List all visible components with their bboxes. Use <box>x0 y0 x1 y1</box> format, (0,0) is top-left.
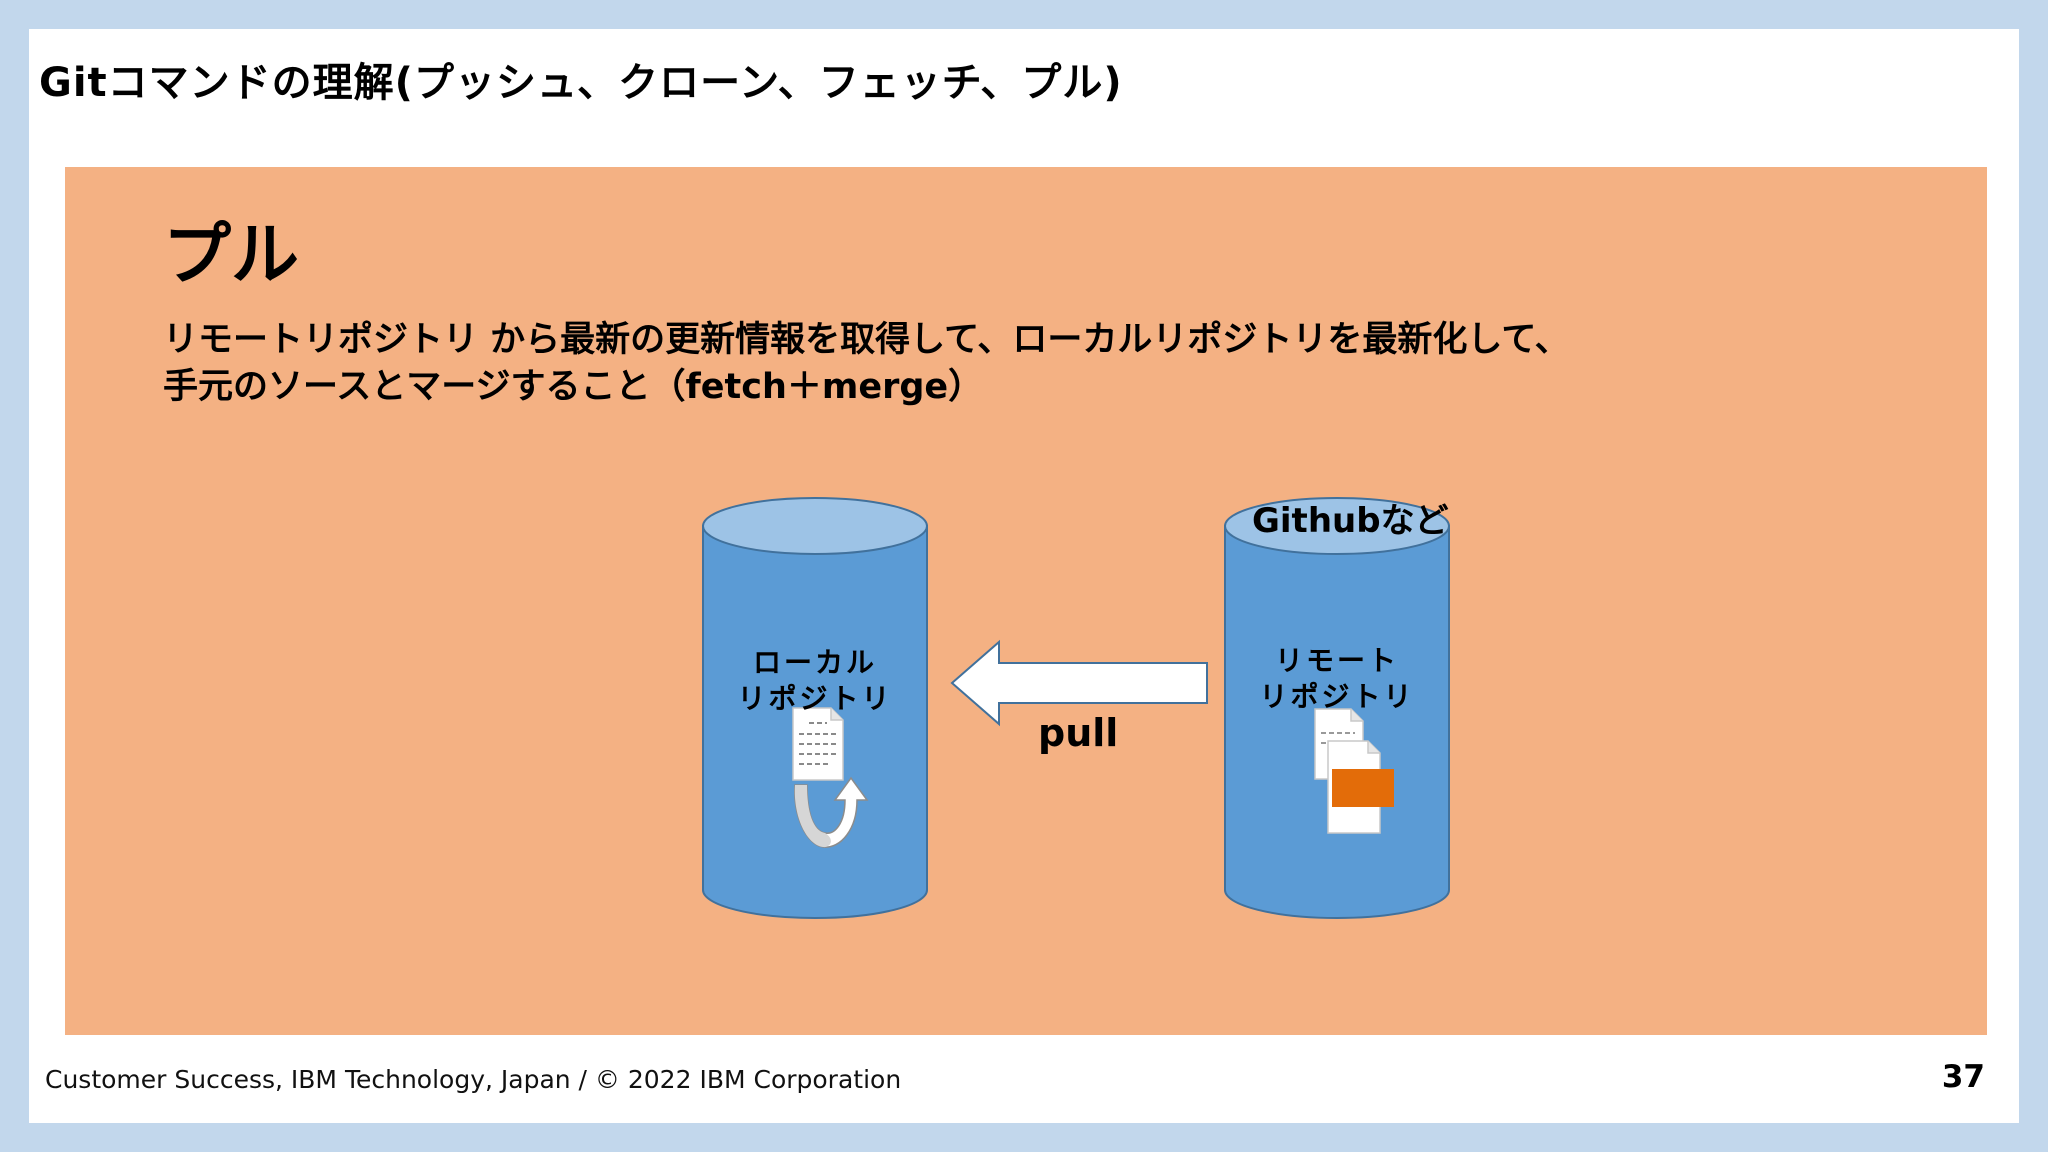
pull-arrow <box>950 639 1208 727</box>
merge-arrow-icon <box>794 776 869 848</box>
footer-copyright: Customer Success, IBM Technology, Japan … <box>45 1065 902 1094</box>
local-repository-label-line-2: リポジトリ <box>737 682 893 715</box>
document-icon <box>792 707 844 781</box>
description-line-1: リモートリポジトリ から最新の更新情報を取得して、ローカルリポジトリを最新化して… <box>163 320 1570 360</box>
pull-diagram <box>702 497 1450 919</box>
local-repository-label-line-1: ローカル <box>752 646 877 679</box>
local-repository-label: ローカル リポジトリ <box>715 645 915 717</box>
stacked-documents-icon <box>1314 708 1394 834</box>
page-number: 37 <box>1941 1059 1985 1095</box>
pull-arrow-label: pull <box>1038 711 1119 755</box>
description: リモートリポジトリ から最新の更新情報を取得して、ローカルリポジトリを最新化して… <box>163 317 1570 411</box>
section-heading: プル <box>163 216 300 295</box>
content-panel: プル リモートリポジトリ から最新の更新情報を取得して、ローカルリポジトリを最新… <box>65 167 1987 1035</box>
remote-repository-label: リモート リポジトリ <box>1237 643 1437 715</box>
slide-title: Gitコマンドの理解(プッシュ、クローン、フェッチ、プル) <box>39 60 1123 106</box>
slide: Gitコマンドの理解(プッシュ、クローン、フェッチ、プル) プル リモートリポジ… <box>29 29 2019 1123</box>
remote-repository-label-line-1: リモート <box>1274 644 1399 677</box>
description-line-2: 手元のソースとマージすること（fetch＋merge） <box>163 367 984 407</box>
remote-host-note: Githubなど <box>1252 501 1449 541</box>
remote-repository-label-line-2: リポジトリ <box>1259 680 1415 713</box>
